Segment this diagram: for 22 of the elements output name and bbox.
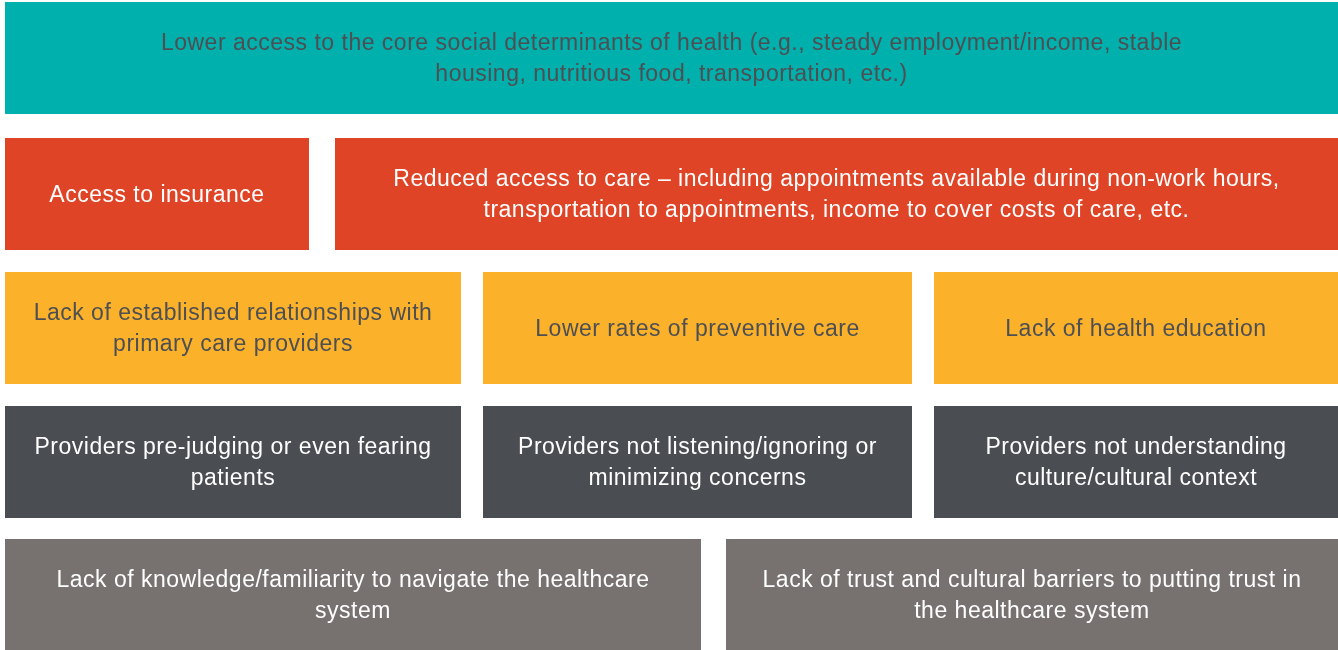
barrier-label: Access to insurance: [49, 179, 265, 209]
barrier-box: [5, 272, 461, 384]
barrier-label: Providers not understanding culture/cultural context: [984, 432, 1288, 492]
barrier-label: Lower rates of preventive care: [535, 313, 860, 343]
barrier-box: [5, 406, 461, 518]
barrier-label: Reduced access to care – including appointments available during non-work hours, transportation to appointments, income to cover costs of care, etc.: [392, 164, 1281, 224]
barrier-box: [726, 539, 1338, 650]
barrier-label: Lack of trust and cultural barriers to putting trust in the healthcare system: [761, 564, 1303, 625]
barrier-box: [483, 406, 912, 518]
barrier-label: Lack of knowledge/familiarity to navigate the healthcare system: [55, 564, 651, 625]
barrier-label: Providers not listening/ignoring or minimizing concerns: [517, 432, 878, 492]
barrier-box: [5, 539, 701, 650]
barrier-label: Lower access to the core social determinants of health (e.g., steady employment/income, stable housing, nutritious food, transportation, etc.): [159, 28, 1184, 88]
barrier-label: Lack of established relationships with primary care providers: [32, 298, 434, 358]
barrier-box: [5, 138, 309, 250]
barrier-box: [5, 2, 1338, 114]
barrier-box: [934, 406, 1338, 518]
barrier-label: Lack of health education: [1005, 313, 1267, 343]
barrier-box: [335, 138, 1338, 250]
barrier-label: Providers pre-judging or even fearing patients: [33, 432, 433, 492]
barrier-box: [934, 272, 1338, 384]
barrier-box: [483, 272, 912, 384]
